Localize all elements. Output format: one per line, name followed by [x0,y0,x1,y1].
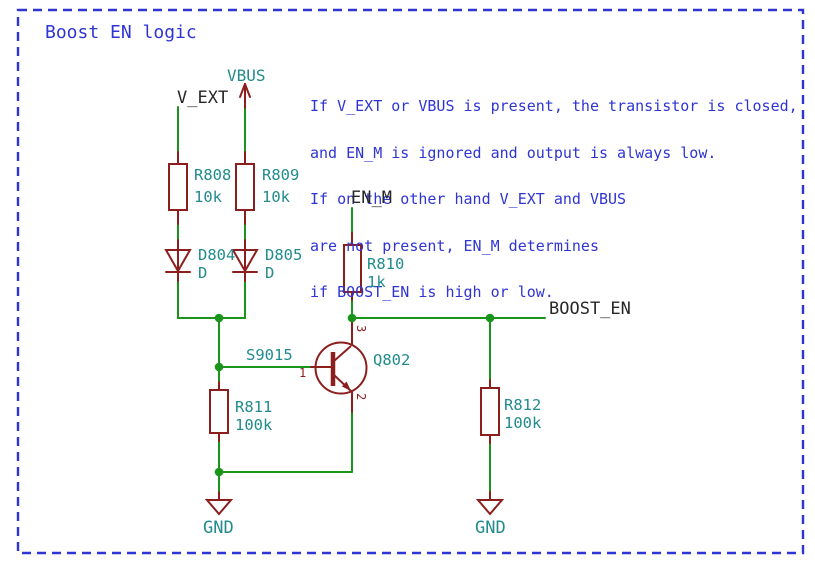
resistor-r812-symbol [480,387,500,436]
junction-emitter-rail [214,467,224,477]
value-r812: 100k [504,414,542,432]
net-label-boost-en: BOOST_EN [549,299,631,319]
ref-q802: Q802 [373,351,411,369]
power-label-gnd-left: GND [203,518,234,538]
diode-d805-symbol [231,249,259,274]
note-text: If V_EXT or VBUS is present, the transis… [310,68,798,332]
note-line-5: if BOOST_EN is high or low. [310,283,554,301]
transistor-q802-symbol [314,341,368,395]
junction-diode-rail [214,313,224,323]
sheet-border [16,8,805,555]
ref-d805: D805 [265,246,303,264]
ref-r809: R809 [262,166,300,184]
resistor-r811-symbol [209,389,229,434]
value-q802: S9015 [246,346,293,364]
sheet-title: Boost EN logic [45,22,197,43]
value-r809: 10k [262,188,290,206]
junction-r812 [485,313,495,323]
value-r811: 100k [235,416,273,434]
value-d804: D [198,264,208,282]
q802-pin-number-base: 1 [299,366,307,380]
diode-d804-symbol [164,249,192,274]
net-label-en-m: EN_M [351,188,392,208]
vbus-arrow-barb-left [239,83,246,98]
power-label-gnd-right: GND [475,518,506,538]
vbus-arrow-barb-right [244,83,251,98]
resistor-r810-symbol [343,244,362,293]
junction-base [214,362,224,372]
q802-emitter-arrow [342,381,351,391]
ref-r811: R811 [235,398,273,416]
value-d805: D [265,264,275,282]
d804-triangle [164,249,192,274]
note-line-3: If on the other hand V_EXT and VBUS [310,190,627,208]
ref-r808: R808 [194,166,232,184]
value-r808: 10k [194,188,222,206]
value-r810: 1k [367,273,386,291]
resistor-r808-symbol [168,163,188,211]
gnd-left-symbol [204,499,234,516]
ref-r812: R812 [504,396,542,414]
q802-pin-number-collector: 3 [354,325,369,333]
note-line-1: If V_EXT or VBUS is present, the transis… [310,97,798,115]
net-label-v-ext: V_EXT [177,88,229,108]
d805-triangle [231,249,259,274]
q802-circle [314,341,368,395]
vbus-power-arrow-icon [239,83,251,109]
note-line-4: are not present, EN_M determines [310,236,599,255]
note-line-2: and EN_M is ignored and output is always… [310,143,717,162]
junction-dots [214,313,495,477]
ref-d804: D804 [198,246,236,264]
ref-r810: R810 [367,255,405,273]
q802-pin-number-emitter: 2 [354,393,369,401]
resistor-r809-symbol [235,163,255,211]
power-label-vbus: VBUS [227,66,266,85]
q802-collector-diag [333,345,352,362]
gnd-right-symbol [475,499,505,516]
junction-collector [347,313,357,323]
